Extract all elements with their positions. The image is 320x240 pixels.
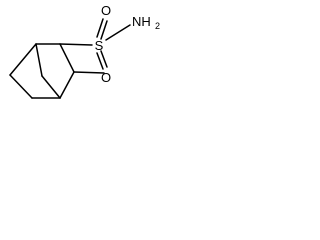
- amine-subscript-label: 2: [155, 21, 160, 31]
- oxygen-top-atom-label: O: [101, 3, 111, 18]
- sulfur-atom-label: S: [95, 38, 104, 53]
- bond-c6-c1: [9, 43, 37, 76]
- norbornane-sulfonamide-structure: S O O NH 2: [9, 3, 160, 99]
- bond-c3-c4: [59, 71, 75, 99]
- bond-c1-c7: [35, 43, 43, 77]
- oxygen-bottom-atom-label: O: [101, 70, 111, 85]
- bond-s-o-top-a: [96, 18, 104, 38]
- bond-s-o-top-b: [100, 20, 108, 40]
- bond-c7-c4: [41, 75, 61, 99]
- bicyclic-ring-bonds: [9, 43, 75, 99]
- amine-atom-label: NH: [132, 14, 151, 29]
- bond-s-n: [105, 24, 131, 41]
- bond-c2-c3: [59, 43, 75, 73]
- bond-s-o-bottom-a: [96, 52, 104, 70]
- bond-c2-s: [59, 43, 93, 46]
- bond-c3-methyl: [73, 71, 105, 74]
- bond-c5-c6: [9, 74, 33, 99]
- bond-s-o-bottom-b: [100, 50, 108, 68]
